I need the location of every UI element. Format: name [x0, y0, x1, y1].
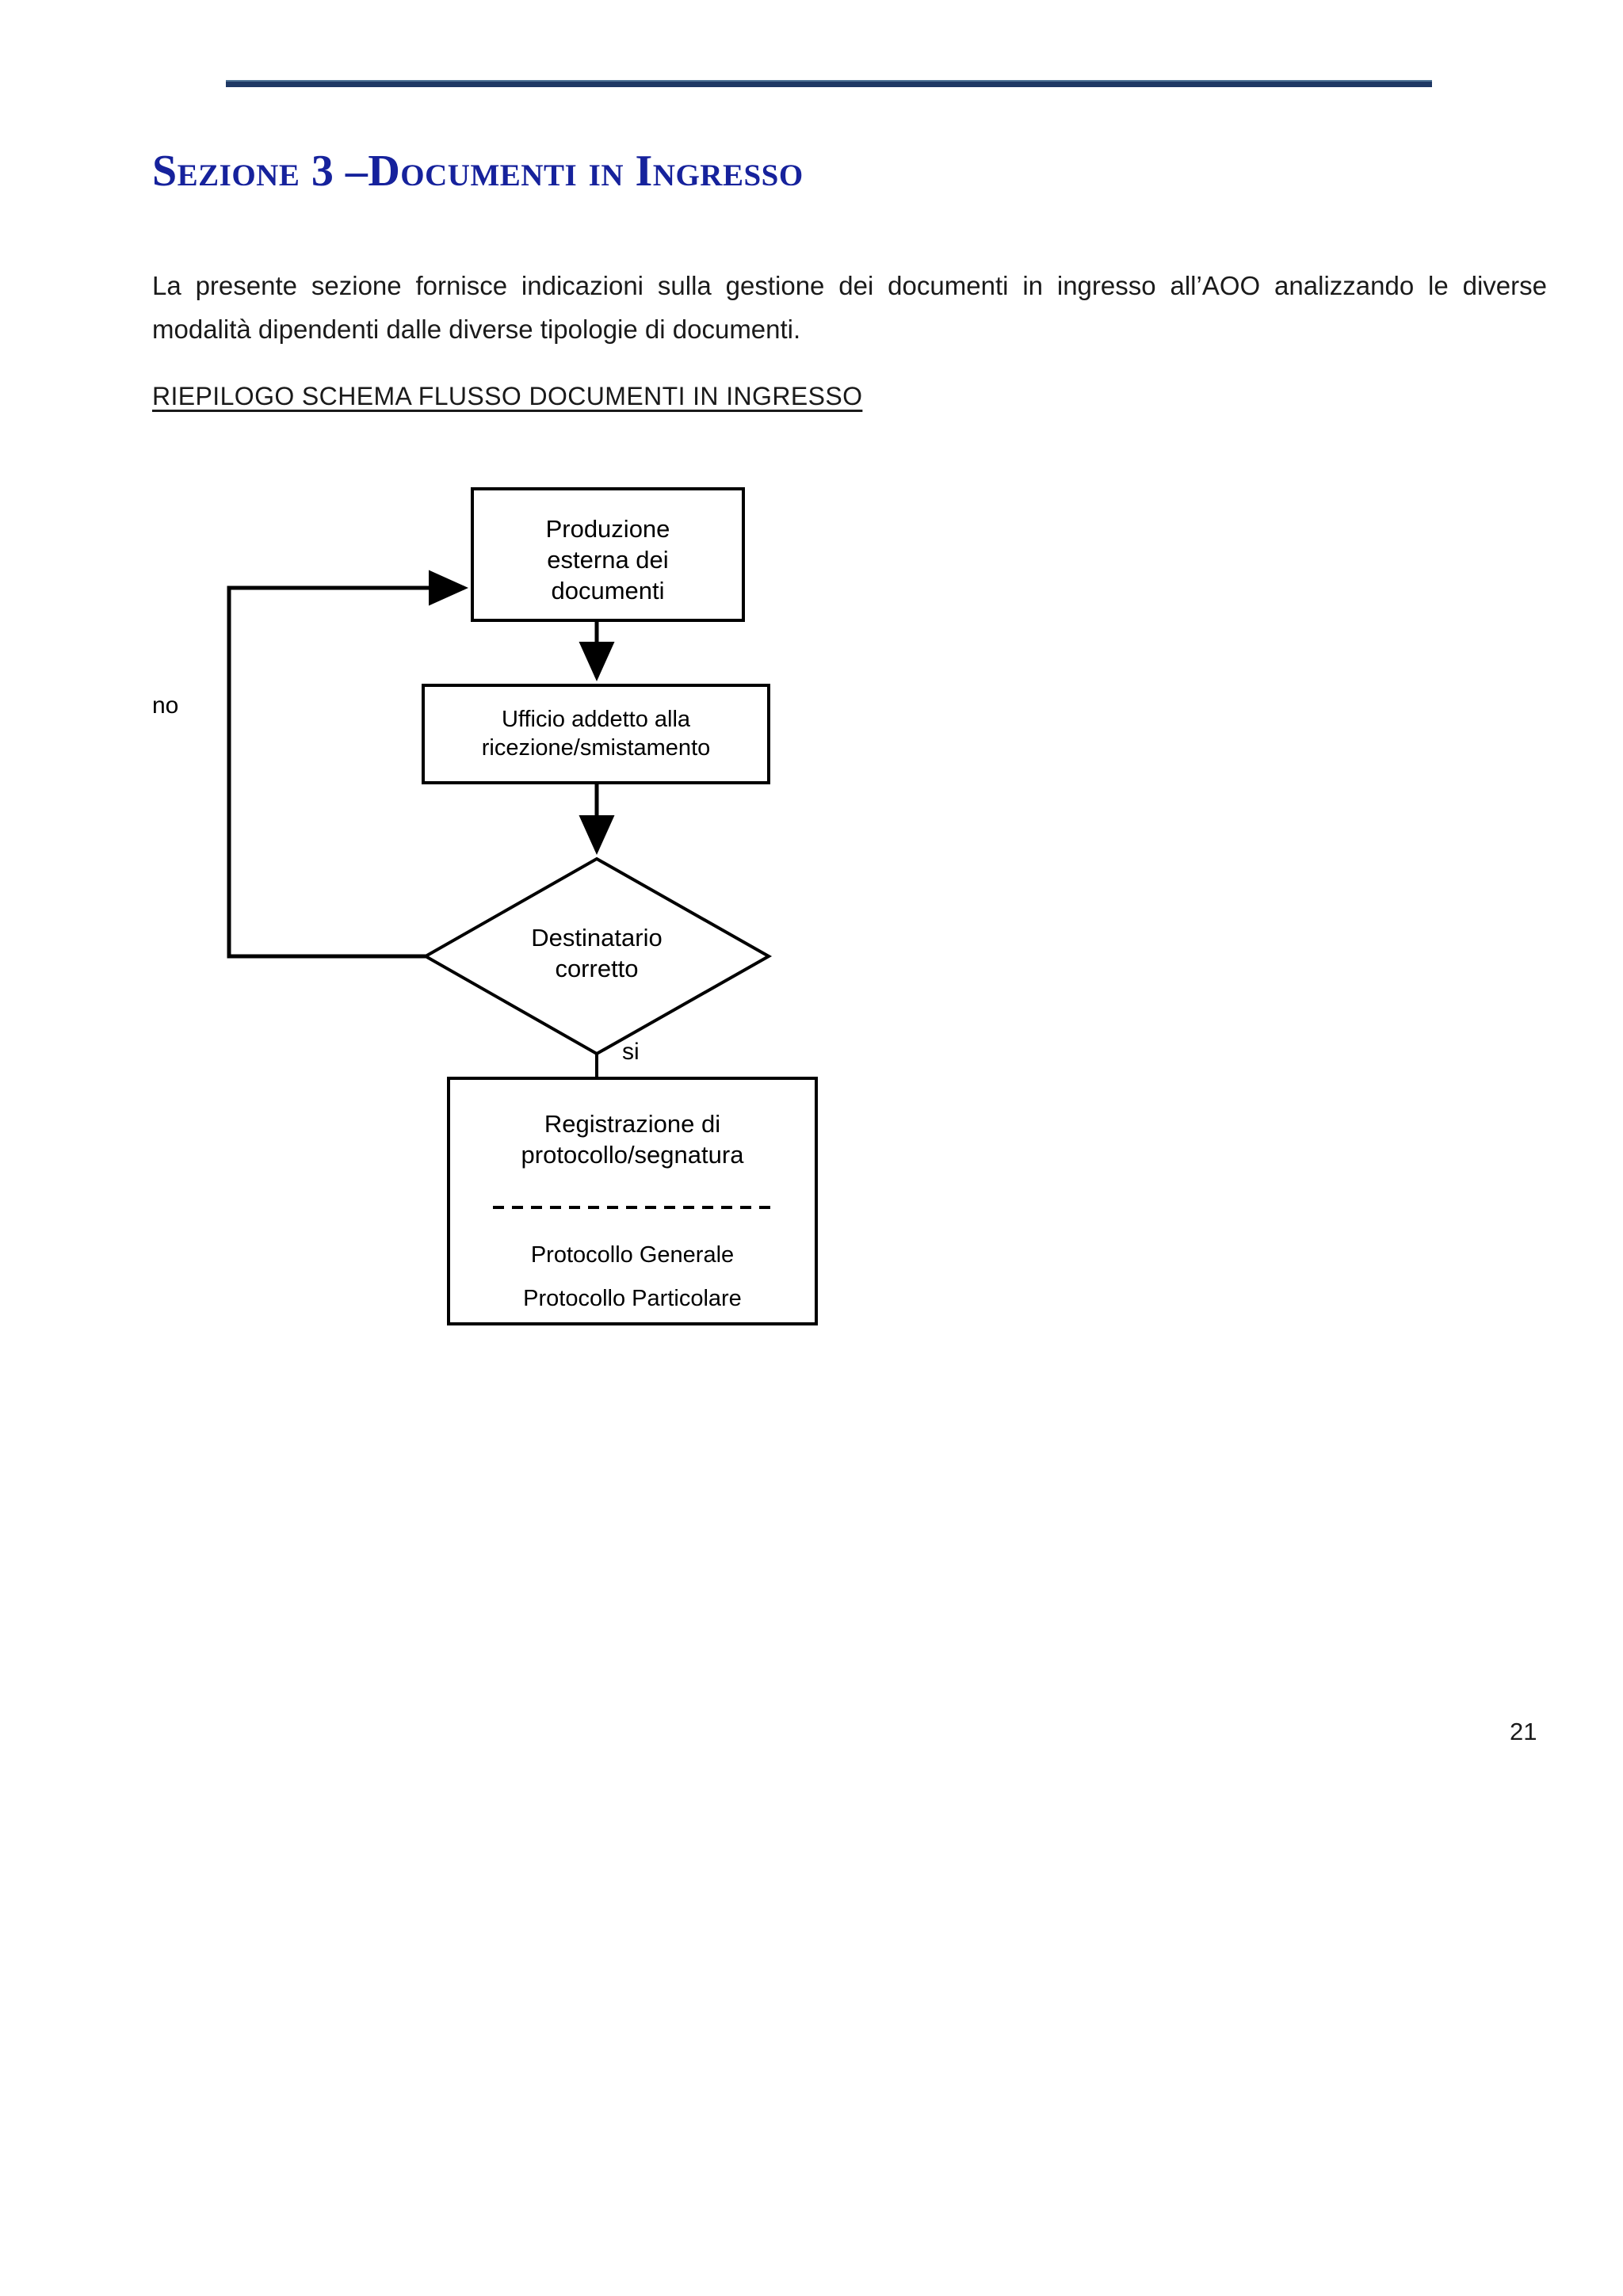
node-registrazione-line1: Registrazione di [544, 1110, 721, 1138]
node-produzione-line3: documenti [551, 576, 665, 605]
page-number: 21 [1510, 1718, 1537, 1745]
node-produzione-shape [471, 487, 745, 622]
node-ufficio-line2: ricezione/smistamento [481, 735, 711, 761]
node-registrazione-line4: Protocollo Particolare [523, 1286, 742, 1312]
node-ufficio-line1: Ufficio addetto alla [501, 707, 691, 732]
node-destinatario-line2: corretto [555, 954, 639, 982]
node-ufficio-shape [422, 684, 770, 784]
node-destinatario-label: Destinatario corretto [452, 923, 742, 985]
node-registrazione-line2: protocollo/segnatura [521, 1140, 744, 1169]
edge-label-si: si [622, 1039, 640, 1065]
edge-destinatario-no-loopback [227, 570, 468, 959]
node-produzione-label: Produzione esterna dei documenti [472, 514, 743, 606]
node-registrazione-shape [447, 1077, 818, 1325]
flow-subheading: RIEPILOGO SCHEMA FLUSSO DOCUMENTI IN ING… [152, 382, 863, 410]
node-produzione-line2: esterna dei [547, 545, 669, 574]
node-ufficio-label: Ufficio addetto alla ricezione/smistamen… [423, 705, 769, 763]
intro-paragraph: La presente sezione fornisce indicazioni… [152, 271, 1547, 345]
node-registrazione-line3: Protocollo Generale [530, 1242, 735, 1268]
edge-label-no: no [152, 692, 179, 719]
page-title: Sezione 3 –Documenti in Ingresso [152, 146, 804, 196]
node-registrazione-label-top: Registrazione di protocollo/segnatura [449, 1109, 816, 1171]
node-destinatario-line1: Destinatario [531, 924, 663, 952]
header-rule [226, 80, 1432, 87]
node-produzione-line1: Produzione [545, 515, 670, 543]
node-registrazione-label-bottom: Protocollo Generale Protocollo Particola… [449, 1234, 816, 1321]
node-destinatario-shape [422, 856, 773, 1056]
